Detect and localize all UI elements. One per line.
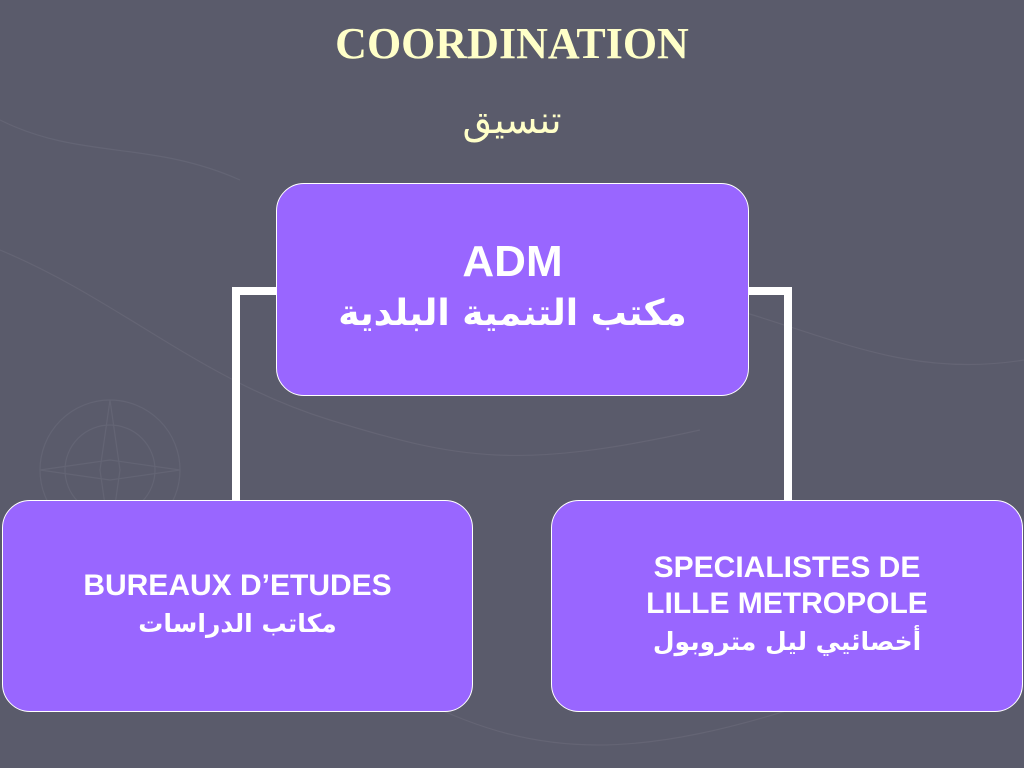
node-bureaux-arabic: مكاتب الدراسات [138, 609, 337, 638]
slide-subtitle: تنسيق [462, 98, 562, 142]
node-specialistes-label-2: LILLE METROPOLE [646, 587, 928, 620]
slide-title: COORDINATION [335, 19, 689, 68]
node-adm: ADM مكتب التنمية البلدية [276, 183, 749, 396]
node-bureaux-etudes: BUREAUX D’ETUDES مكاتب الدراسات [2, 500, 473, 712]
node-specialistes-label-1: SPECIALISTES DE [653, 551, 921, 584]
node-specialistes-arabic: أخصائيي ليل متروبول [652, 627, 922, 656]
node-adm-label: ADM [462, 237, 563, 287]
connector-right [747, 287, 792, 502]
node-bureaux-label: BUREAUX D’ETUDES [83, 569, 392, 602]
connector-left [232, 287, 278, 502]
node-specialistes: SPECIALISTES DE LILLE METROPOLE أخصائيي … [551, 500, 1023, 712]
node-adm-arabic: مكتب التنمية البلدية [338, 292, 687, 334]
